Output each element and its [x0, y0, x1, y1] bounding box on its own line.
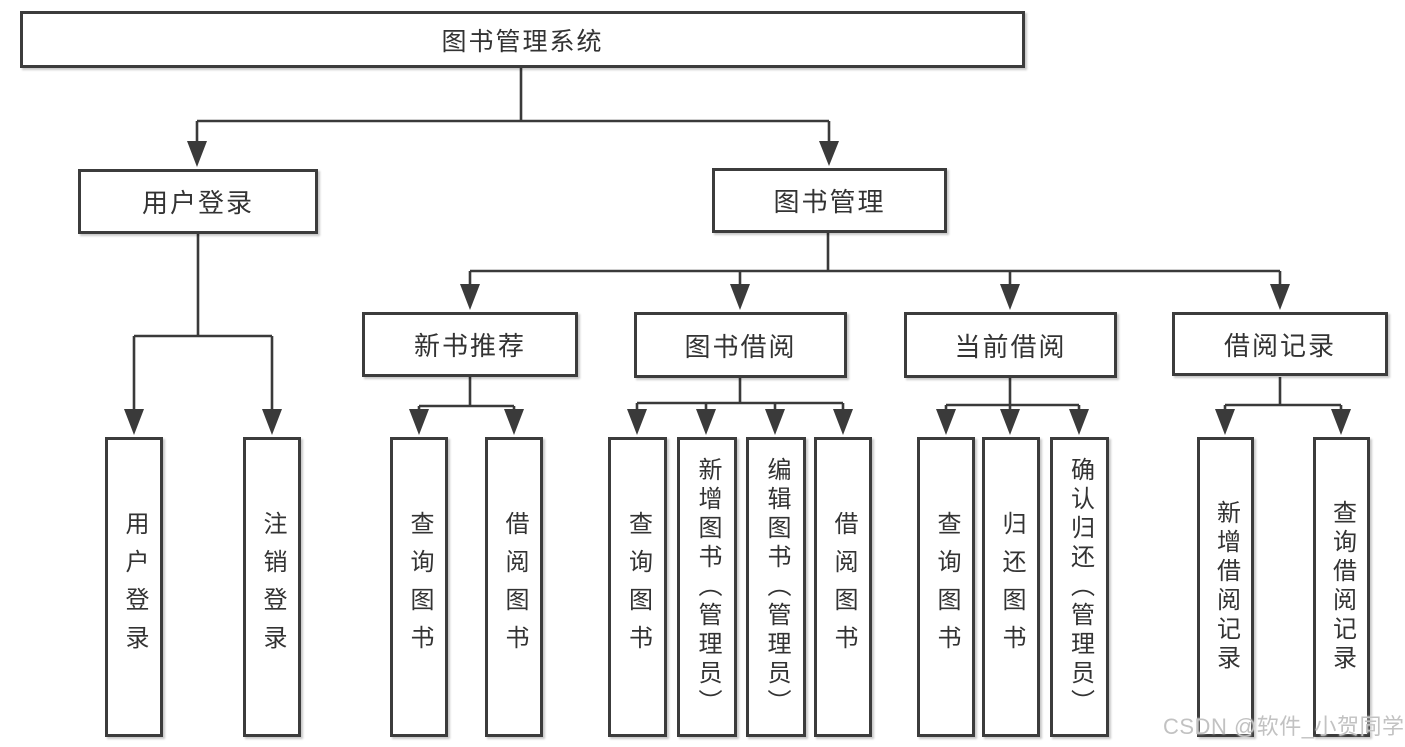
node-user-login: 用户登录	[78, 169, 318, 234]
leaf-return-book: 归还图书	[982, 437, 1040, 737]
leaf-add-borrow-record-label: 新增借阅记录	[1212, 500, 1240, 674]
leaf-return-book-label: 归还图书	[998, 511, 1025, 663]
node-borrow-records: 借阅记录	[1172, 312, 1388, 376]
node-book-management-label: 图书管理	[773, 187, 886, 217]
leaf-borrow-books-borrow: 借阅图书	[814, 437, 872, 737]
leaf-edit-book-admin: 编辑图书（管理员）	[746, 437, 806, 737]
node-current-borrow-label: 当前借阅	[954, 331, 1067, 362]
leaf-query-borrow-record-label: 查询借阅记录	[1328, 500, 1356, 674]
node-book-borrow-label: 图书借阅	[684, 331, 797, 362]
node-borrow-records-label: 借阅记录	[1223, 330, 1336, 361]
node-root: 图书管理系统	[20, 11, 1025, 68]
leaf-borrow-books-borrow-label: 借阅图书	[830, 511, 857, 663]
node-user-login-label: 用户登录	[141, 188, 254, 218]
node-book-borrow: 图书借阅	[634, 312, 847, 378]
leaf-query-books-borrow: 查询图书	[608, 437, 667, 737]
leaf-add-book-admin: 新增图书（管理员）	[677, 437, 737, 737]
leaf-user-login-label: 用户登录	[121, 511, 148, 663]
leaf-edit-book-admin-label: 编辑图书（管理员）	[763, 456, 790, 718]
leaf-confirm-return-admin-label: 确认归还（管理员）	[1066, 456, 1094, 718]
leaf-query-books-current-label: 查询图书	[933, 511, 960, 663]
node-new-book-recommend-label: 新书推荐	[413, 331, 526, 361]
arrowheads	[124, 141, 1351, 435]
node-new-book-recommend: 新书推荐	[362, 312, 578, 377]
node-current-borrow: 当前借阅	[904, 312, 1117, 378]
leaf-user-login: 用户登录	[105, 437, 163, 737]
watermark-text: CSDN @软件_小贺同学	[1163, 714, 1405, 739]
leaf-query-borrow-record: 查询借阅记录	[1313, 437, 1370, 737]
leaf-add-borrow-record: 新增借阅记录	[1197, 437, 1254, 737]
leaf-query-books-current: 查询图书	[917, 437, 975, 737]
leaf-add-book-admin-label: 新增图书（管理员）	[694, 456, 721, 718]
leaf-logout-label: 注销登录	[259, 511, 286, 663]
leaf-query-books-recommend-label: 查询图书	[406, 511, 433, 663]
node-book-management: 图书管理	[712, 168, 947, 233]
leaf-borrow-books-recommend: 借阅图书	[485, 437, 543, 737]
leaf-logout: 注销登录	[243, 437, 301, 737]
leaf-query-books-borrow-label: 查询图书	[624, 511, 652, 663]
leaf-borrow-books-recommend-label: 借阅图书	[501, 511, 528, 663]
leaf-confirm-return-admin: 确认归还（管理员）	[1050, 437, 1109, 737]
node-root-label: 图书管理系统	[441, 27, 604, 56]
leaf-query-books-recommend: 查询图书	[390, 437, 448, 737]
